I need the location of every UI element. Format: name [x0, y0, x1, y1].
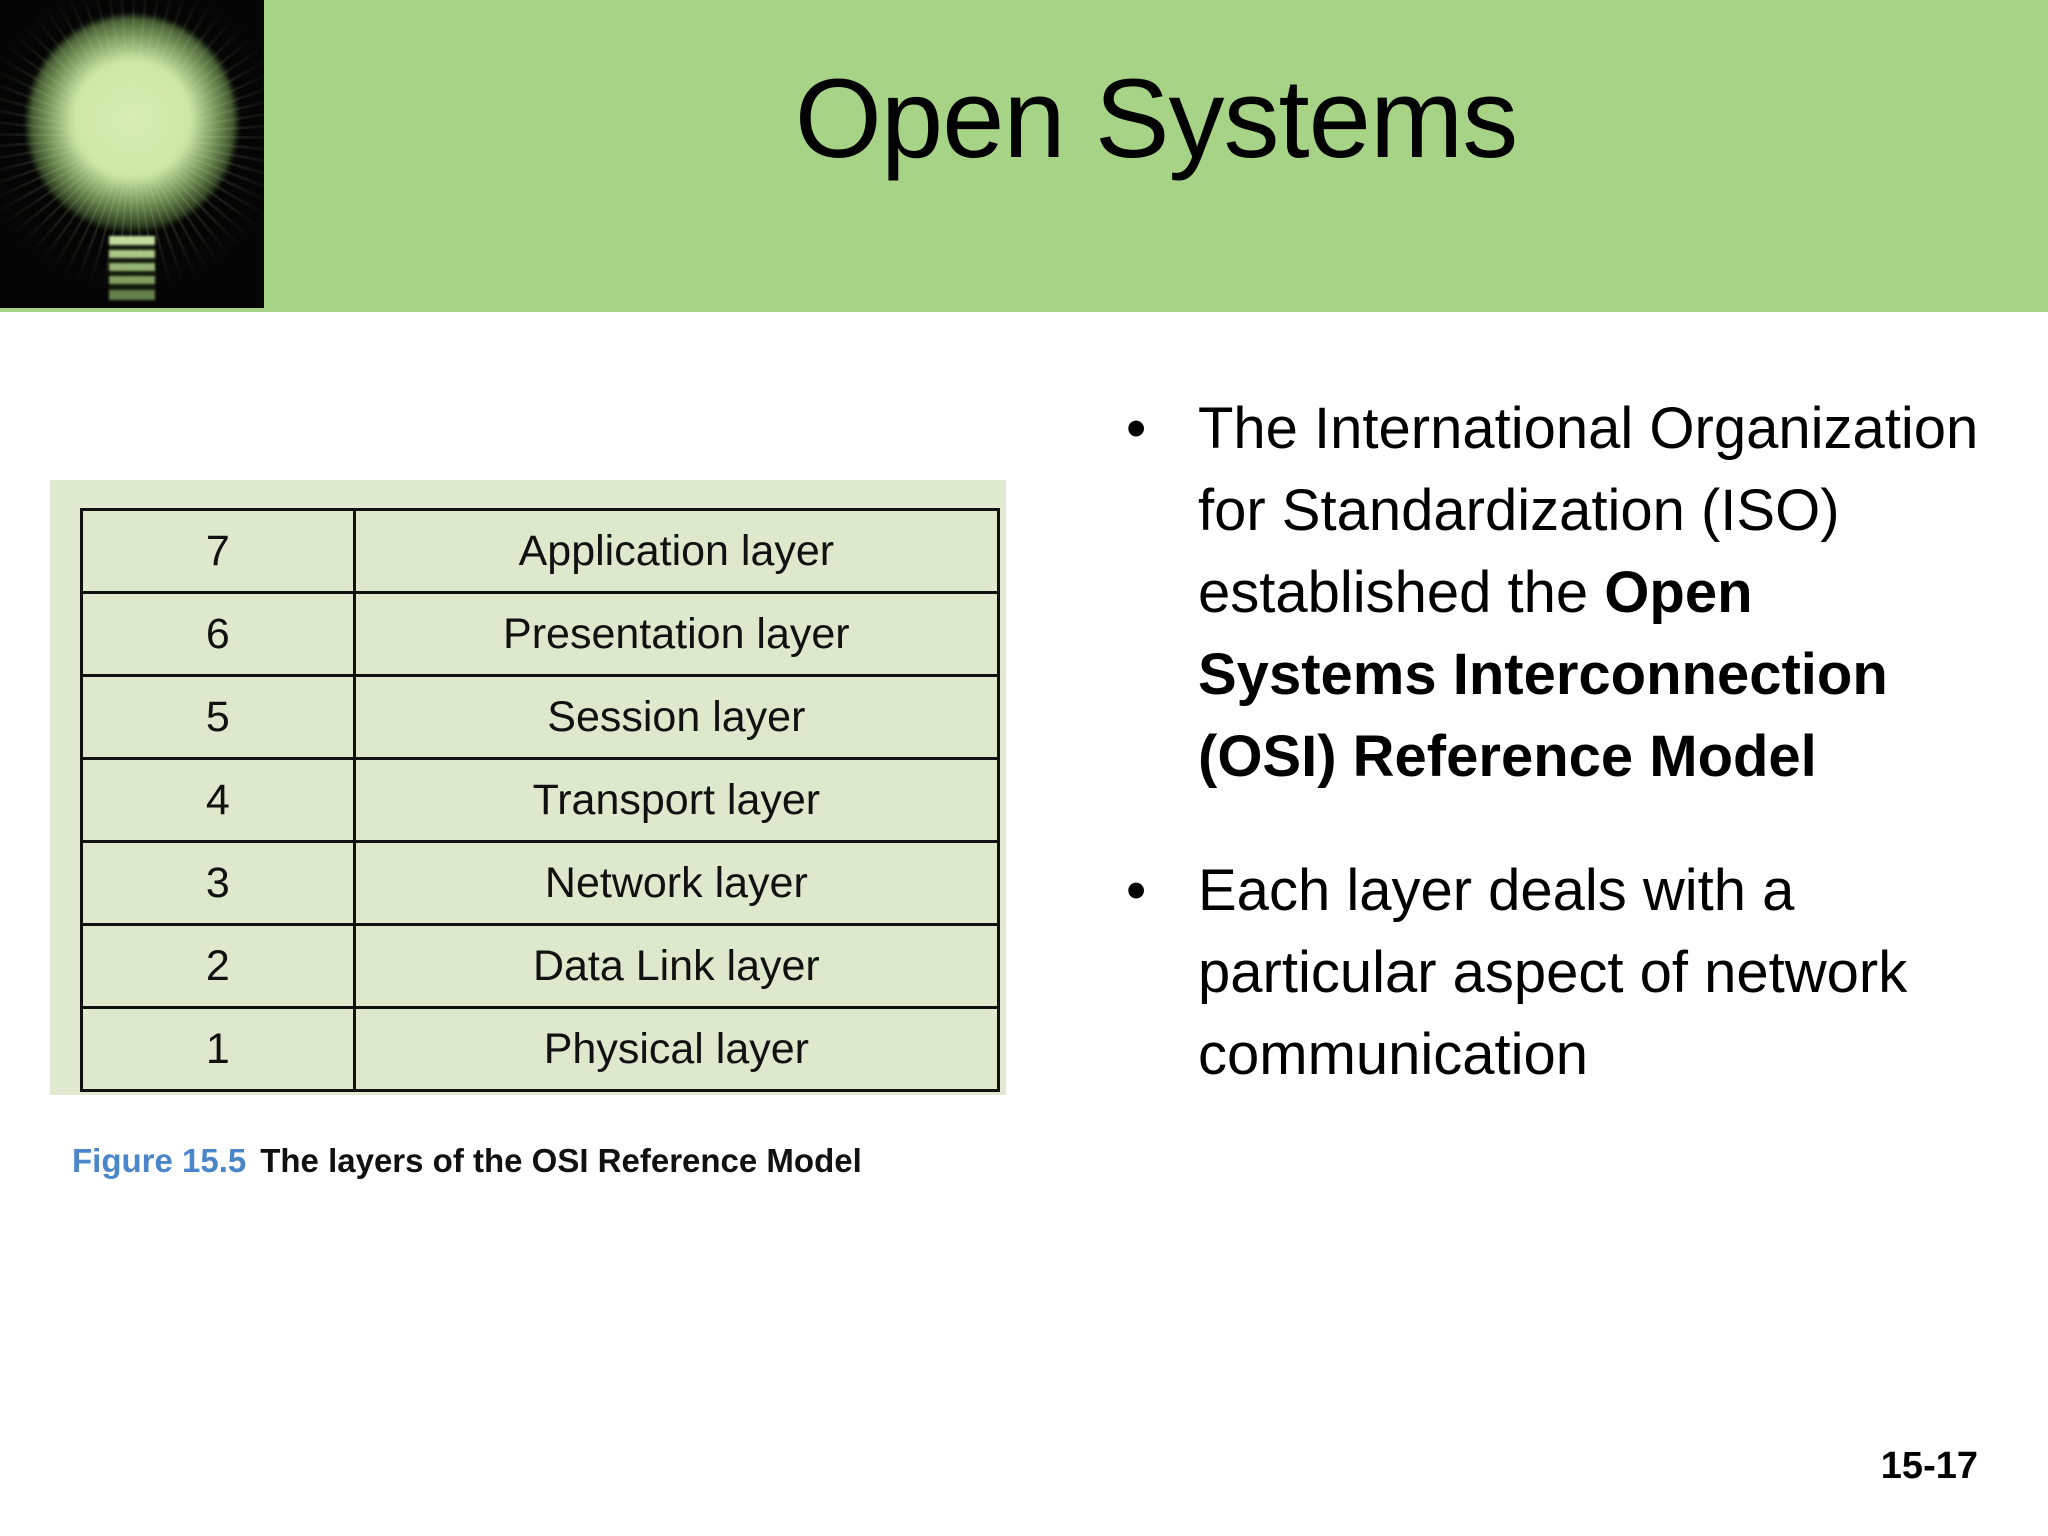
layer-number: 2	[80, 923, 356, 1009]
table-row: 4 Transport layer	[80, 757, 1001, 843]
osi-figure: 7 Application layer 6 Presentation layer…	[50, 480, 1006, 1095]
table-row: 5 Session layer	[80, 674, 1001, 760]
figure-caption-text: The layers of the OSI Reference Model	[260, 1142, 862, 1179]
table-row: 2 Data Link layer	[80, 923, 1001, 1009]
layer-name: Transport layer	[352, 757, 1001, 843]
figure-caption: Figure 15.5 The layers of the OSI Referen…	[72, 1142, 862, 1180]
bullet-text-plain: Each layer deals with a particular aspec…	[1198, 858, 1908, 1087]
figure-caption-label: Figure 15.5	[72, 1142, 247, 1179]
bullet-text-bold: Open Systems Interconnection (OSI) Refer…	[1198, 560, 1888, 789]
page-number: 15-17	[1880, 1445, 1978, 1487]
bullet-text-plain: The International Organization for Stand…	[1198, 396, 1979, 625]
layer-number: 4	[80, 757, 356, 843]
table-row: 1 Physical layer	[80, 1006, 1001, 1092]
layer-name: Session layer	[352, 674, 1001, 760]
layer-number: 1	[80, 1006, 356, 1092]
layer-name: Presentation layer	[352, 591, 1001, 677]
bullet-text: The International Organization for Stand…	[1198, 388, 2000, 798]
layer-name: Network layer	[352, 840, 1001, 926]
list-item: • The International Organization for Sta…	[1120, 388, 2000, 798]
layer-name: Data Link layer	[352, 923, 1001, 1009]
layer-number: 7	[80, 508, 356, 594]
osi-table-body: 7 Application layer 6 Presentation layer…	[80, 508, 1001, 1092]
layer-name: Physical layer	[352, 1006, 1001, 1092]
lightbulb-glow	[27, 15, 237, 231]
list-item: • Each layer deals with a particular asp…	[1120, 850, 2000, 1096]
osi-layers-table: 7 Application layer 6 Presentation layer…	[80, 508, 1001, 1092]
bullet-marker-icon: •	[1126, 396, 1147, 461]
layer-name: Application layer	[352, 508, 1001, 594]
bullet-text: Each layer deals with a particular aspec…	[1198, 850, 2000, 1096]
layer-number: 3	[80, 840, 356, 926]
header-banner: Open Systems	[0, 0, 2048, 312]
page-title: Open Systems	[794, 56, 1519, 181]
table-row: 7 Application layer	[80, 508, 1001, 594]
table-row: 6 Presentation layer	[80, 591, 1001, 677]
table-row: 3 Network layer	[80, 840, 1001, 926]
bullet-marker-icon: •	[1126, 858, 1147, 923]
layer-number: 6	[80, 591, 356, 677]
lightbulb-base	[109, 236, 155, 300]
layer-number: 5	[80, 674, 356, 760]
bullet-list: • The International Organization for Sta…	[1120, 388, 2000, 1148]
lightbulb-icon	[0, 0, 264, 308]
